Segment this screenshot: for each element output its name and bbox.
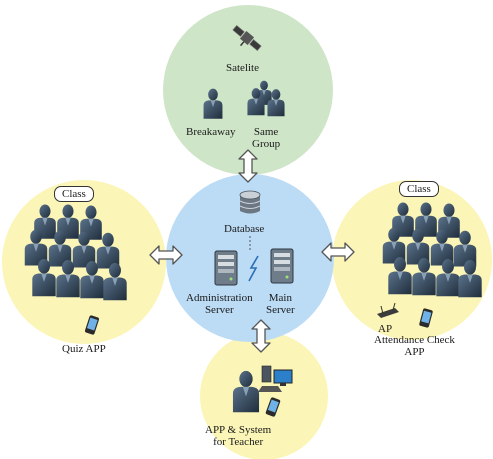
server-zone-circle [166, 174, 334, 342]
main-server-label: Main Server [266, 292, 295, 316]
administration-server-icon [214, 250, 238, 286]
ap-label: AP [378, 323, 393, 335]
database-icon [239, 190, 261, 214]
same-group-label: Same Group [252, 126, 281, 150]
teacher-app-label: APP & System for Teacher [205, 424, 272, 448]
satellite-label: Satelite [226, 62, 259, 74]
breakaway-label: Breakaway [186, 126, 236, 138]
lightning-icon [248, 255, 259, 282]
database-label: Database [224, 223, 265, 235]
quiz-app-label: Quiz APP [62, 343, 106, 355]
class-left-badge: Class [54, 186, 94, 202]
teacher-zone-circle [200, 332, 328, 459]
attendance-app-label: Attendance Check APP [374, 334, 455, 358]
main-server-icon [270, 248, 294, 284]
class-right-badge: Class [399, 181, 439, 197]
administration-server-label: Administration Server [186, 292, 253, 316]
access-point-icon [377, 302, 399, 318]
teacher-devices-icon [258, 365, 293, 418]
satellite-zone-circle [163, 5, 333, 175]
satellite-icon [232, 24, 262, 52]
